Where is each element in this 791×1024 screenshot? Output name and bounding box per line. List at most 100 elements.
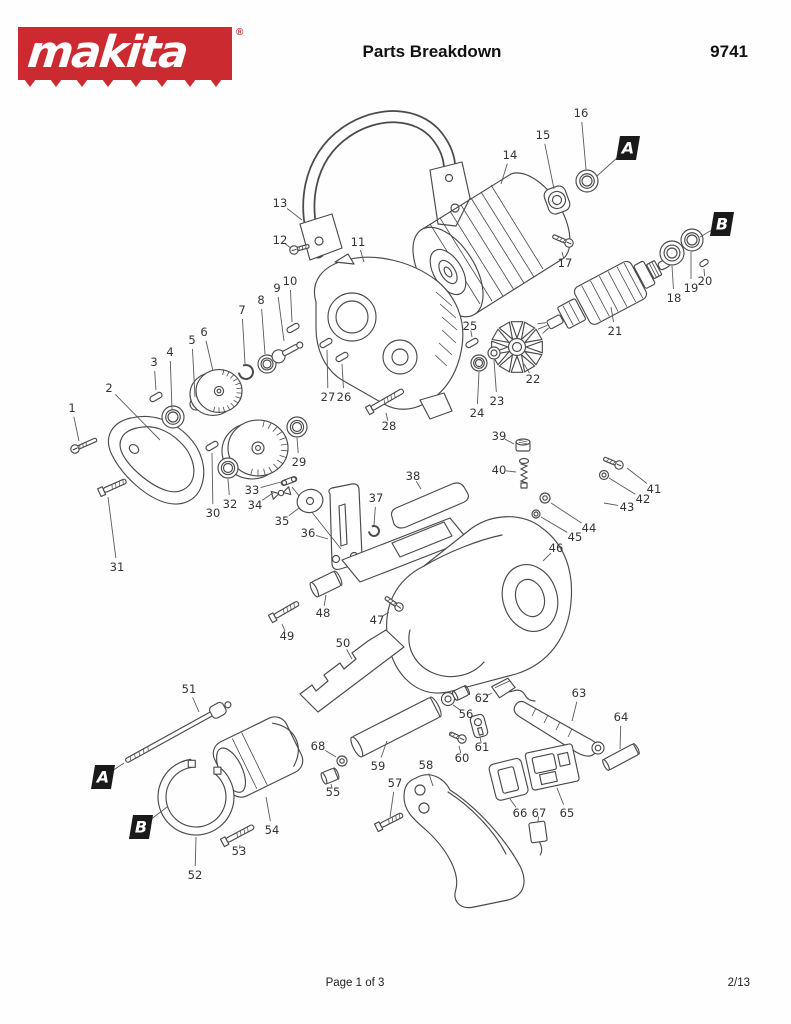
- svg-text:A: A: [95, 768, 109, 787]
- part-48-shape: [309, 570, 343, 598]
- part-leader-58: [428, 773, 434, 787]
- part-19-shape: [680, 228, 704, 252]
- part-leader-40: [505, 470, 517, 473]
- part-44-shape: [539, 492, 551, 504]
- page-title: Parts Breakdown: [362, 42, 502, 61]
- part-number-15: 15: [536, 128, 551, 142]
- part-number-31: 31: [110, 560, 125, 574]
- part-leader-57: [389, 791, 395, 818]
- part-leader-60: [458, 745, 462, 754]
- part-leader-13: [286, 208, 303, 221]
- part-number-10: 10: [283, 274, 298, 288]
- part-leader-46: [542, 552, 552, 562]
- model-number: 9741: [710, 42, 748, 61]
- part-number-18: 18: [667, 291, 682, 305]
- section-marker-A-2: A: [91, 765, 115, 789]
- part-leader-51: [192, 697, 200, 713]
- part-leader-62: [485, 692, 493, 697]
- part-leader-59: [380, 740, 388, 758]
- part-leader-66: [509, 798, 517, 808]
- part-number-3: 3: [150, 355, 157, 369]
- part-leader-56: [452, 704, 462, 711]
- power-cord-art: [499, 684, 605, 757]
- part-leader-68: [324, 750, 337, 758]
- part-leader-7: [242, 318, 246, 365]
- part-leader-15: [544, 143, 555, 190]
- baffle-plate-art: [390, 482, 469, 529]
- part-number-42: 42: [636, 492, 651, 506]
- armature-art: [537, 258, 671, 334]
- part-15-shape: [543, 185, 571, 215]
- part-number-11: 11: [351, 235, 366, 249]
- part-leader-64: [619, 725, 622, 750]
- part-number-25: 25: [463, 319, 478, 333]
- part-number-38: 38: [406, 469, 421, 483]
- part-number-30: 30: [206, 506, 221, 520]
- part-number-43: 43: [620, 500, 635, 514]
- part-leader-36: [315, 534, 329, 540]
- part-number-51: 51: [182, 682, 197, 696]
- part-23-shape: [487, 346, 501, 360]
- part-34-shape: [270, 486, 292, 500]
- part-number-35: 35: [275, 514, 290, 528]
- part-leader-32: [227, 478, 230, 496]
- part-number-49: 49: [280, 629, 295, 643]
- logo-serif-icon: [102, 79, 114, 87]
- part-61-shape: [469, 713, 489, 739]
- part-37-shape: [368, 525, 380, 537]
- part-17-shape: [552, 234, 574, 248]
- part-30-shape: [205, 440, 219, 452]
- part-leader-6: [205, 340, 214, 372]
- part-leader-50: [346, 649, 353, 660]
- lock-bracket-art: [291, 483, 363, 571]
- part-number-47: 47: [370, 613, 385, 627]
- part-number-8: 8: [257, 293, 264, 307]
- part-number-64: 64: [614, 710, 629, 724]
- logo-serif-icon: [184, 79, 196, 87]
- part-45-shape: [531, 509, 541, 519]
- part-51-shape: [125, 701, 232, 763]
- part-3-shape: [149, 391, 163, 403]
- part-leader-52: [194, 836, 197, 867]
- part-67-shape: [528, 820, 548, 856]
- motor-housing-art: [412, 172, 571, 318]
- part-68-shape: [336, 755, 348, 767]
- part-leader-41: [626, 467, 648, 484]
- part-number-57: 57: [388, 776, 403, 790]
- part-12-shape: [289, 244, 310, 255]
- part-number-9: 9: [273, 281, 280, 295]
- part-1-shape: [70, 437, 98, 454]
- part-number-4: 4: [166, 345, 173, 359]
- part-35-shape: [296, 488, 324, 514]
- part-leader-22: [523, 363, 530, 374]
- part-29-shape: [286, 416, 308, 438]
- part-number-21: 21: [608, 324, 623, 338]
- part-leader-31: [107, 496, 117, 559]
- part-number-40: 40: [492, 463, 507, 477]
- part-leader-53: [238, 844, 241, 849]
- part-leader-42: [608, 477, 636, 495]
- part-number-17: 17: [558, 256, 573, 270]
- part-26-shape: [335, 351, 349, 363]
- part-leader-1: [73, 416, 80, 442]
- logo-serif-icon: [210, 79, 222, 87]
- part-leader-47: [381, 611, 390, 618]
- part-28-shape: [364, 388, 405, 416]
- part-number-53: 53: [232, 844, 247, 858]
- part-leader-8: [261, 308, 266, 355]
- part-27-shape: [319, 337, 333, 349]
- part-number-37: 37: [369, 491, 384, 505]
- cover-plate-art: [299, 629, 405, 713]
- part-number-60: 60: [455, 751, 470, 765]
- part-number-24: 24: [470, 406, 485, 420]
- logo-serif-icon: [24, 79, 36, 87]
- part-number-63: 63: [572, 686, 587, 700]
- part-number-16: 16: [574, 106, 589, 120]
- part-16-shape: [575, 169, 599, 193]
- part-64-shape: [602, 743, 640, 771]
- part-leader-4: [169, 360, 173, 410]
- svg-text:B: B: [716, 215, 728, 234]
- part-number-1: 1: [68, 401, 75, 415]
- part-leader-28: [385, 412, 389, 421]
